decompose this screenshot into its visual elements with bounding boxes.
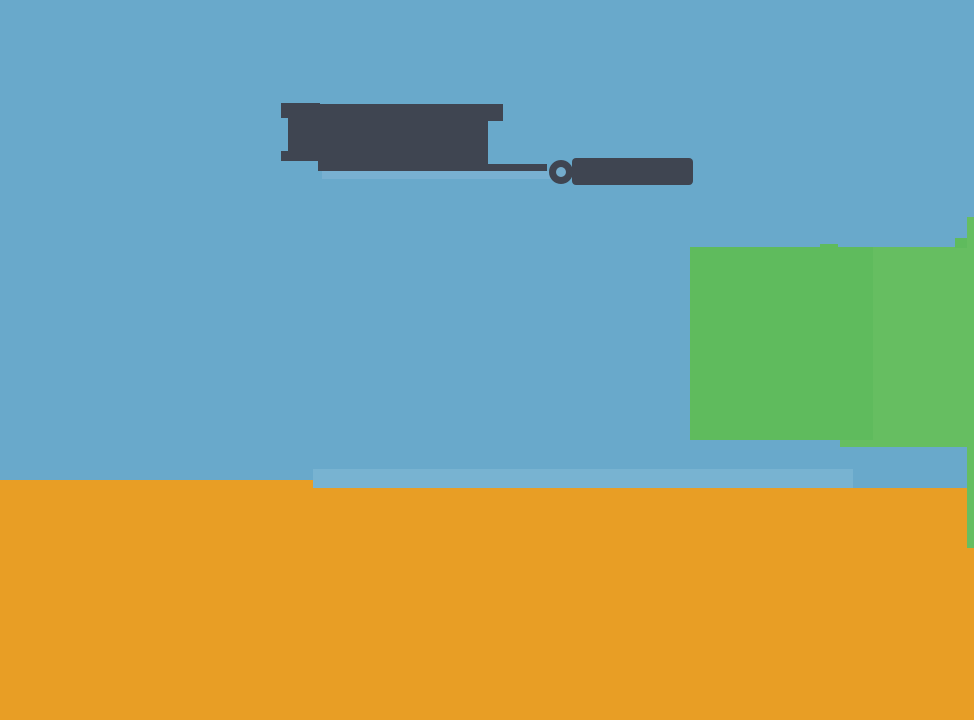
green-edge-strip: [967, 217, 974, 548]
logo-tagline-block: [572, 158, 693, 185]
logo-letter-serif-top: [281, 103, 320, 118]
ground-band-right: [313, 488, 974, 720]
green-panel-top-notch: [820, 244, 838, 248]
logo-letter-serif-bottom: [281, 151, 320, 161]
green-panel-bottom-extension: [840, 440, 974, 447]
logo-wordmark-block: [318, 104, 488, 170]
green-panel-right-step: [955, 238, 974, 248]
logo-ring-icon: [549, 160, 573, 184]
logo-wordmark-step: [488, 104, 503, 121]
horizon-haze-band: [313, 469, 853, 488]
green-panel-right-segment: [873, 247, 974, 440]
logo-reflection-streak: [322, 171, 555, 179]
logo-underline-rule: [318, 164, 547, 171]
logo-letter-stem: [288, 117, 320, 153]
ground-band-left: [0, 480, 313, 720]
